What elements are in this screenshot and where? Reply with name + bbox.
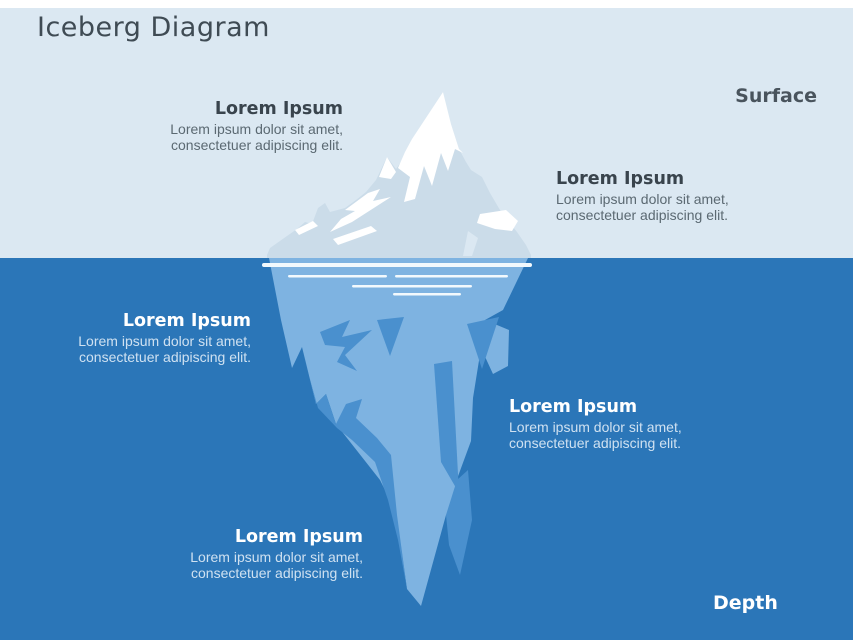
snow-cap-main-peak <box>398 92 463 202</box>
info-block-heading: Lorem Ipsum <box>556 169 685 189</box>
info-block-top-left: Lorem Ipsum Lorem ipsum dolor sit amet, … <box>73 99 343 153</box>
iceberg-shadow-left-flank <box>302 347 407 589</box>
top-border-strip <box>0 0 853 8</box>
snow-patch-right <box>477 210 518 231</box>
info-block-body-line: Lorem ipsum dolor sit amet, <box>190 549 363 565</box>
snow-secondary-peak <box>379 157 396 179</box>
ripple-line-4 <box>393 293 461 296</box>
depth-label: Depth <box>713 592 778 614</box>
iceberg-above-water-base <box>267 92 531 258</box>
ripple-line-3 <box>352 285 472 288</box>
info-block-heading: Lorem Ipsum <box>214 99 343 119</box>
info-block-body-line: Lorem ipsum dolor sit amet, <box>170 121 343 137</box>
iceberg-shadow-center-wedge <box>434 361 459 493</box>
info-block-body-line: consectetuer adipiscing elit. <box>171 136 343 153</box>
info-block-body-line: consectetuer adipiscing elit. <box>79 348 251 365</box>
iceberg-shadow-right-shoulder <box>467 317 499 369</box>
snow-ridge-sliver-lower <box>333 226 377 245</box>
snow-streak-left <box>330 189 391 232</box>
info-block-middle-left: Lorem Ipsum Lorem ipsum dolor sit amet, … <box>0 311 251 365</box>
info-block-body-line: consectetuer adipiscing elit. <box>556 206 728 223</box>
info-block-middle-right: Lorem Ipsum Lorem ipsum dolor sit amet, … <box>509 397 779 451</box>
iceberg-shadow-lightning <box>320 320 372 371</box>
waterline-bar <box>262 263 532 267</box>
info-block-body-line: consectetuer adipiscing elit. <box>191 564 363 581</box>
info-block-heading: Lorem Ipsum <box>509 397 638 417</box>
info-block-bottom: Lorem Ipsum Lorem ipsum dolor sit amet, … <box>93 527 363 581</box>
info-block-body-line: consectetuer adipiscing elit. <box>509 434 681 451</box>
ripple-line-1 <box>288 275 387 278</box>
info-block-heading: Lorem Ipsum <box>234 527 363 547</box>
info-block-body-line: Lorem ipsum dolor sit amet, <box>78 333 251 349</box>
info-block-heading: Lorem Ipsum <box>122 311 251 331</box>
ripple-line-2 <box>395 275 508 278</box>
snow-ridge-sliver-upper <box>295 221 318 235</box>
info-block-body-line: Lorem ipsum dolor sit amet, <box>556 191 729 207</box>
info-block-top-right: Lorem Ipsum Lorem ipsum dolor sit amet, … <box>556 169 826 223</box>
iceberg-right-cleft <box>463 231 478 256</box>
iceberg-shadow-right-sliver <box>446 470 472 575</box>
page-title: Iceberg Diagram <box>37 12 270 43</box>
info-block-body-line: Lorem ipsum dolor sit amet, <box>509 419 682 435</box>
surface-label: Surface <box>735 85 817 107</box>
iceberg-shadow-top-wedge <box>377 317 404 356</box>
